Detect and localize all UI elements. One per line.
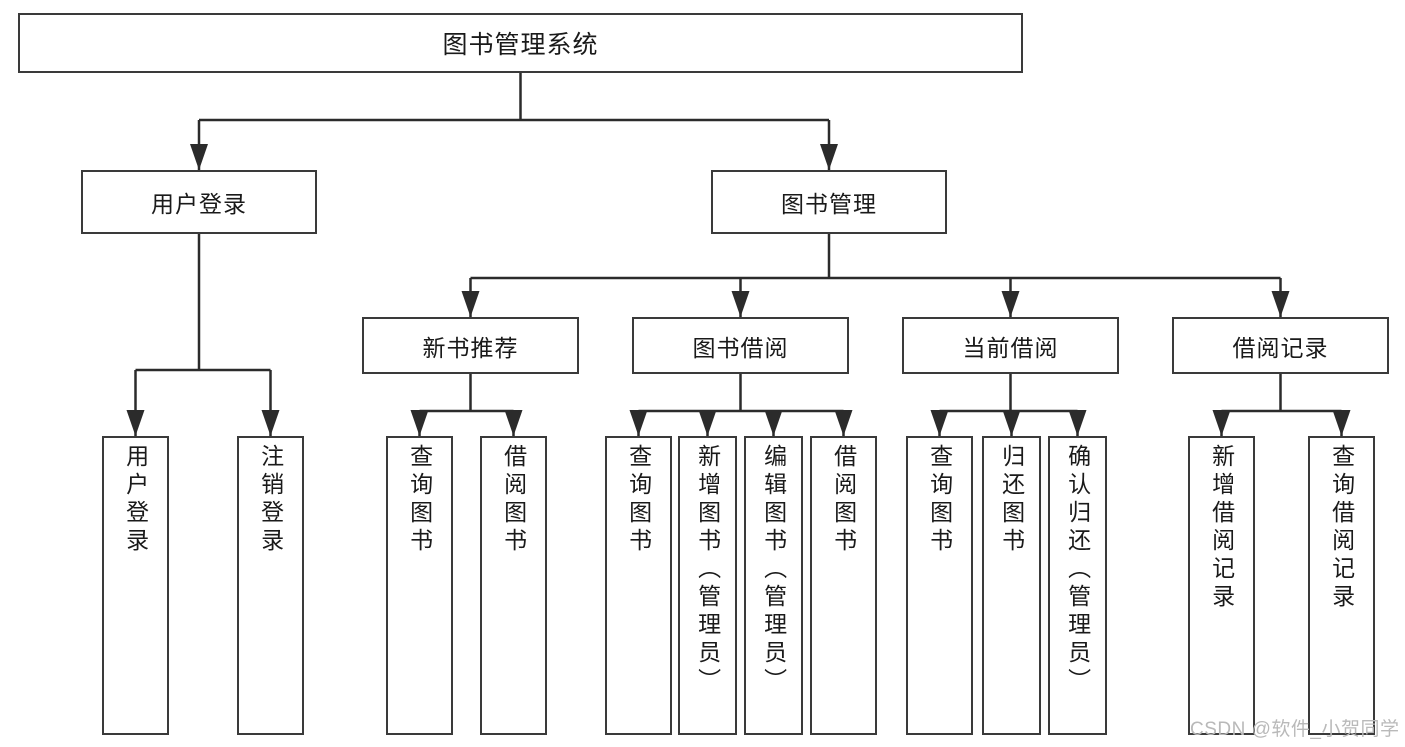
node-records[interactable]: 借阅记录 [1172,317,1389,374]
node-label: 查询图书 [625,444,652,556]
node-label: 注销登录 [257,444,284,556]
node-label: 图书管理 [781,191,877,217]
node-leaf-user-login[interactable]: 用户登录 [102,436,169,735]
arrowhead-icon [698,410,717,436]
node-label: 查询借阅记录 [1328,444,1355,612]
arrowhead-icon [410,410,429,436]
node-leaf-cb-confirm[interactable]: 确认归还（管理员） [1048,436,1107,735]
arrowhead-icon [629,410,648,436]
node-label: 查询图书 [406,444,433,556]
arrowhead-icon [820,144,838,170]
node-bookmgmt[interactable]: 图书管理 [711,170,947,234]
node-leaf-bw-edit[interactable]: 编辑图书（管理员） [744,436,803,735]
node-label: 图书管理系统 [442,31,599,59]
node-label: 用户登录 [151,191,247,217]
arrowhead-icon [190,144,208,170]
node-leaf-user-logout[interactable]: 注销登录 [237,436,304,735]
arrowhead-icon [930,410,949,436]
node-label: 图书借阅 [692,334,789,361]
node-label: 确认归还（管理员） [1064,444,1091,696]
node-label: 归还图书 [998,444,1025,556]
node-login[interactable]: 用户登录 [81,170,317,234]
node-leaf-cb-query[interactable]: 查询图书 [906,436,973,735]
arrowhead-icon [1002,410,1021,436]
node-root[interactable]: 图书管理系统 [18,13,1023,73]
node-newbook[interactable]: 新书推荐 [362,317,579,374]
arrowhead-icon [1271,291,1290,317]
arrowhead-icon [1001,291,1020,317]
node-leaf-rc-query[interactable]: 查询借阅记录 [1308,436,1375,735]
arrowhead-icon [126,410,145,436]
watermark-label: CSDN @软件_小贺同学 [1190,719,1400,740]
node-leaf-nb-borrow[interactable]: 借阅图书 [480,436,547,735]
node-label: 借阅图书 [830,444,857,556]
node-label: 编辑图书（管理员） [760,444,787,696]
arrowhead-icon [461,291,480,317]
arrowhead-icon [1068,410,1087,436]
node-label: 查询图书 [926,444,953,556]
node-label: 借阅图书 [500,444,527,556]
node-borrow[interactable]: 图书借阅 [632,317,849,374]
arrowhead-icon [261,410,280,436]
arrowhead-icon [764,410,783,436]
arrowhead-icon [731,291,750,317]
node-leaf-rc-add[interactable]: 新增借阅记录 [1188,436,1255,735]
arrowhead-icon [504,410,523,436]
node-leaf-nb-query[interactable]: 查询图书 [386,436,453,735]
node-label: 新书推荐 [422,334,519,361]
node-current[interactable]: 当前借阅 [902,317,1119,374]
node-label: 新增图书（管理员） [694,444,721,696]
node-leaf-bw-add[interactable]: 新增图书（管理员） [678,436,737,735]
node-label: 新增借阅记录 [1208,444,1235,612]
node-leaf-bw-query[interactable]: 查询图书 [605,436,672,735]
node-label: 当前借阅 [962,334,1059,361]
arrowhead-icon [834,410,853,436]
node-label: 用户登录 [122,444,149,556]
node-leaf-bw-borrow[interactable]: 借阅图书 [810,436,877,735]
node-leaf-cb-return[interactable]: 归还图书 [982,436,1041,735]
arrowhead-icon [1212,410,1231,436]
arrowhead-icon [1332,410,1351,436]
node-label: 借阅记录 [1232,334,1329,361]
